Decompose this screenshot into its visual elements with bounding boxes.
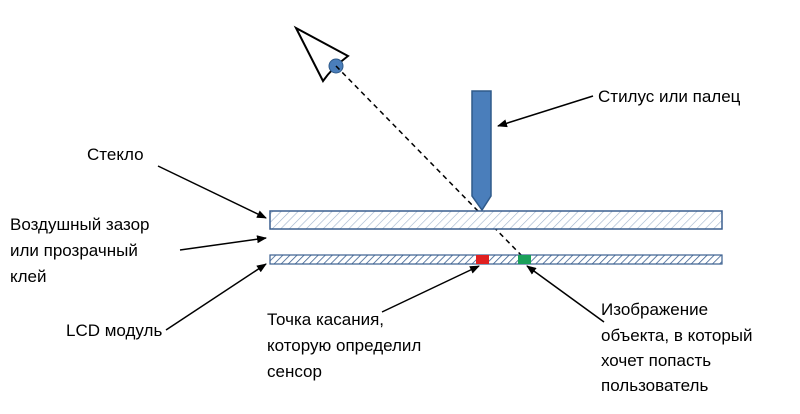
arrow-touch-point: [381, 265, 480, 313]
target-point-marker: [518, 255, 531, 264]
arrow-target-point: [526, 265, 605, 323]
eye-outline: [293, 25, 350, 83]
stylus-shape: [471, 90, 492, 212]
label-image-line1: Изображение: [601, 300, 708, 319]
label-image-line2: объекта, в который: [601, 326, 753, 345]
label-gap-line3: клей: [10, 267, 47, 286]
label-stylus: Стилус или палец: [598, 87, 741, 106]
stylus-icon: [471, 90, 492, 212]
arrow-lcd: [165, 263, 267, 331]
label-image-line3: хочет попасть: [601, 351, 711, 370]
arrow-stylus: [497, 95, 594, 128]
label-image-line4: пользователь: [601, 376, 708, 395]
label-glass: Стекло: [87, 145, 144, 164]
label-gap-line2: или прозрачный: [10, 241, 138, 260]
eye-icon: [293, 25, 350, 83]
arrow-gap: [179, 235, 267, 251]
label-lcd: LCD модуль: [66, 321, 162, 340]
touch-point-marker: [476, 255, 489, 264]
label-touch-line3: сенсор: [267, 362, 322, 381]
arrow-glass: [157, 165, 267, 219]
lcd-layer: [269, 254, 723, 265]
glass-layer: [269, 210, 723, 230]
label-touch-line2: которую определил: [267, 336, 421, 355]
label-touch-line1: Точка касания,: [267, 310, 384, 329]
label-gap-line1: Воздушный зазор: [10, 215, 149, 234]
